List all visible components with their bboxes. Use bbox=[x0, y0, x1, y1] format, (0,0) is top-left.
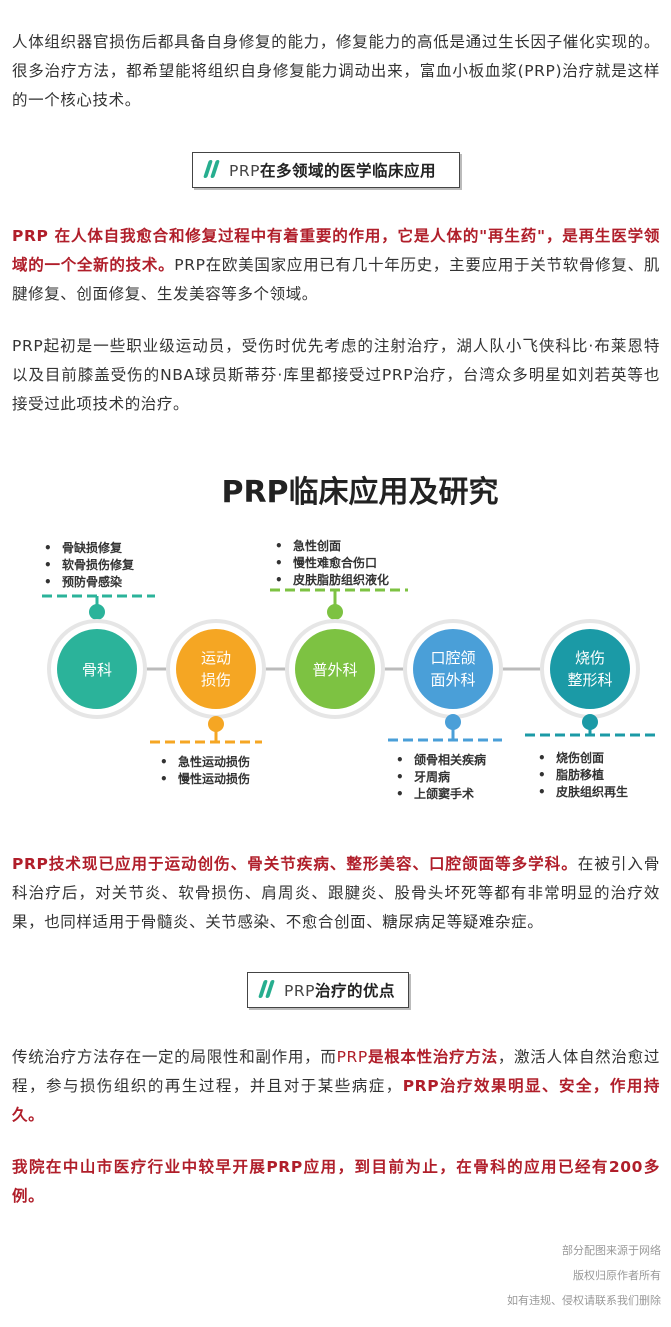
quote-mark-icon bbox=[258, 980, 275, 1000]
heading-text: 治疗的优点 bbox=[314, 982, 395, 1000]
department-oral: 口腔颌 面外科 bbox=[403, 619, 503, 740]
item: 上颌窦手术 bbox=[414, 786, 474, 801]
svg-text:•: • bbox=[275, 556, 283, 570]
item: 脂肪移植 bbox=[555, 767, 604, 782]
department-name: 骨科 bbox=[82, 661, 112, 679]
svg-text:•: • bbox=[160, 755, 168, 769]
section-heading-applications: PRP在多领域的医学临床应用 bbox=[192, 152, 460, 188]
hospital-paragraph: 我院在中山市医疗行业中较早开展PRP应用，到目前为止，在骨科的应用已经有200多… bbox=[12, 1158, 660, 1205]
highlight-prefix: PRP bbox=[336, 1048, 368, 1066]
svg-text:•: • bbox=[538, 751, 546, 765]
body-text: 在被引入骨科治疗后，对关节炎、软骨损伤、肩周炎、跟腱炎、股骨头坏死等都有非常明显… bbox=[12, 855, 660, 931]
advantages-paragraph: 传统治疗方法存在一定的局限性和副作用，而PRP是根本性治疗方法，激活人体自然治愈… bbox=[12, 1043, 660, 1130]
section-heading-advantages: PRP治疗的优点 bbox=[247, 972, 409, 1008]
svg-text:•: • bbox=[44, 575, 52, 589]
item: 烧伤创面 bbox=[556, 750, 604, 765]
item: 预防骨感染 bbox=[62, 574, 123, 589]
highlight-text: PRP技术现已应用于运动创伤、骨关节疾病、整形美容、口腔颌面等多学科。 bbox=[12, 855, 578, 873]
item: 急性创面 bbox=[293, 538, 341, 553]
department-name: 损伤 bbox=[201, 671, 231, 689]
svg-text:•: • bbox=[396, 770, 404, 784]
item: 皮肤脂肪组织液化 bbox=[292, 572, 389, 587]
department-name: 面外科 bbox=[430, 671, 475, 689]
footer-note: 部分配图来源于网络 bbox=[562, 1244, 661, 1257]
svg-text:•: • bbox=[44, 558, 52, 572]
quote-mark-icon bbox=[203, 160, 220, 180]
footer-note: 如有违规、侵权请联系我们删除 bbox=[507, 1294, 661, 1307]
department-surgery: 普外科 bbox=[285, 590, 385, 719]
heading-prefix: PRP bbox=[229, 162, 260, 180]
svg-text:•: • bbox=[275, 539, 283, 553]
highlight-text: PRP治疗效果明显、安全，作用持久。 bbox=[12, 1077, 660, 1124]
item: 慢性运动损伤 bbox=[178, 771, 250, 786]
heading-prefix: PRP bbox=[284, 982, 315, 1000]
svg-text:•: • bbox=[396, 787, 404, 801]
item: 软骨损伤修复 bbox=[62, 557, 135, 572]
department-name: 口腔颌 bbox=[430, 649, 475, 667]
intro-paragraph: 人体组织器官损伤后都具备自身修复的能力，修复能力的高低是通过生长因子催化实现的。… bbox=[12, 33, 660, 109]
item: 皮肤组织再生 bbox=[555, 784, 628, 799]
body-text: PRP在欧美国家应用已有几十年历史，主要应用于关节软骨修复、肌腱修复、创面修复、… bbox=[12, 256, 660, 303]
department-burn: 烧伤 整形科 bbox=[540, 619, 640, 735]
body-text: 传统治疗方法存在一定的局限性和副作用，而 bbox=[12, 1048, 337, 1066]
item: 慢性难愈合伤口 bbox=[293, 555, 377, 570]
svg-text:•: • bbox=[275, 573, 283, 587]
svg-text:•: • bbox=[160, 772, 168, 786]
item: 急性运动损伤 bbox=[178, 754, 250, 769]
svg-text:•: • bbox=[396, 753, 404, 767]
athletes-paragraph: PRP起初是一些职业级运动员，受伤时优先考虑的注射治疗，湖人队小飞侠科比·布莱恩… bbox=[12, 337, 660, 413]
svg-text:•: • bbox=[538, 768, 546, 782]
highlight-text: 是根本性治疗方法 bbox=[367, 1048, 498, 1066]
prp-infographic: PRP临床应用及研究 骨科 运动 损伤 bbox=[0, 452, 671, 812]
item: 骨缺损修复 bbox=[62, 540, 123, 555]
highlight-text: PRP 在人体自我愈合和修复过程中有着重要的作用，它是人体的"再生药"，是再生医… bbox=[12, 227, 660, 274]
item: 颌骨相关疾病 bbox=[414, 752, 486, 767]
department-sport: 运动 损伤 bbox=[166, 619, 266, 742]
applications-paragraph: PRP技术现已应用于运动创伤、骨关节疾病、整形美容、口腔颌面等多学科。在被引入骨… bbox=[12, 850, 660, 937]
body-text: ，激活人体自然治愈过程，参与损伤组织的再生过程，并且对于某些病症， bbox=[12, 1048, 660, 1095]
department-name: 整形科 bbox=[567, 671, 612, 689]
footer-note: 版权归原作者所有 bbox=[573, 1269, 661, 1282]
department-name: 烧伤 bbox=[575, 649, 605, 667]
heading-text: 在多领域的医学临床应用 bbox=[259, 162, 436, 180]
item: 牙周病 bbox=[414, 769, 450, 784]
department-name: 普外科 bbox=[312, 661, 357, 679]
svg-text:•: • bbox=[44, 541, 52, 555]
infographic-title: PRP临床应用及研究 bbox=[221, 475, 498, 510]
department-name: 运动 bbox=[201, 649, 231, 667]
svg-text:•: • bbox=[538, 785, 546, 799]
department-ortho: 骨科 bbox=[47, 596, 147, 719]
prp-importance-paragraph: PRP 在人体自我愈合和修复过程中有着重要的作用，它是人体的"再生药"，是再生医… bbox=[12, 222, 660, 309]
